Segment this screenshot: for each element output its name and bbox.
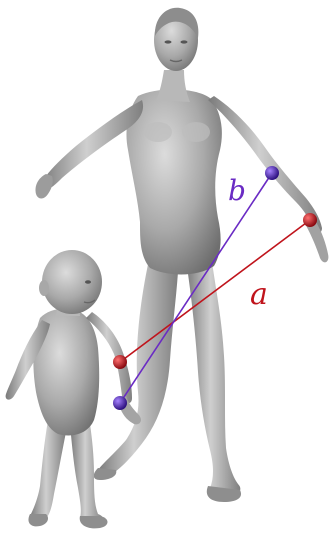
- adult-right-arm: [208, 96, 322, 234]
- child-right-foot: [80, 516, 108, 528]
- adult-chest-left: [144, 122, 172, 142]
- segment-a-endpoint-adult: [303, 213, 317, 227]
- segment-a-endpoint-child: [113, 355, 127, 369]
- segment-b-label: b: [228, 174, 246, 207]
- child-head: [42, 250, 102, 314]
- adult-left-foot: [94, 468, 117, 480]
- segment-b-endpoint-child: [113, 396, 127, 410]
- adult-right-leg: [186, 260, 240, 499]
- adult-right-hand: [304, 222, 328, 262]
- child-eye: [85, 280, 91, 284]
- segment-a-label: a: [250, 277, 268, 312]
- child-left-leg: [30, 420, 66, 522]
- adult-neck: [156, 70, 190, 102]
- child-left-foot: [28, 514, 48, 526]
- adult-eye-right: [181, 40, 188, 43]
- child-ear: [39, 280, 49, 296]
- child-figure: [6, 250, 141, 528]
- segment-b-endpoint-adult: [265, 166, 279, 180]
- adult-left-hand: [35, 174, 52, 199]
- adult-left-leg: [98, 255, 178, 476]
- adult-eye-left: [165, 40, 172, 43]
- adult-chest-right: [182, 122, 210, 142]
- adult-torso: [126, 89, 221, 274]
